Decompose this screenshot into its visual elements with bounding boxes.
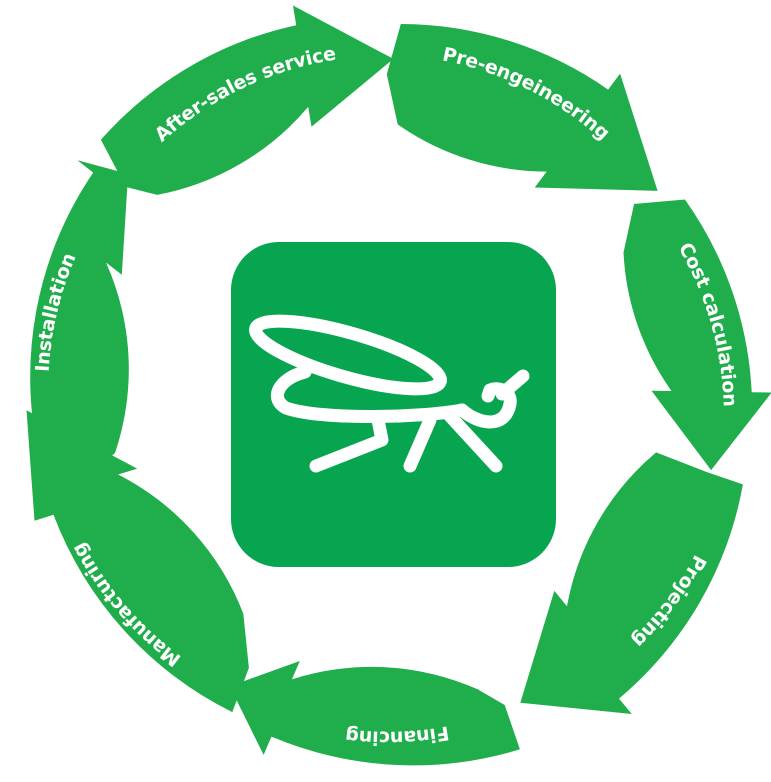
arrow-pre-engineering bbox=[386, 24, 658, 191]
arrow-financing bbox=[229, 661, 520, 766]
arrow-installation bbox=[30, 160, 129, 480]
arrow-after-sales-service bbox=[100, 5, 394, 195]
arrow-cost-calculation bbox=[623, 199, 771, 471]
grasshopper-icon bbox=[231, 242, 556, 567]
arrow-manufacturing bbox=[26, 410, 249, 713]
arrow-ring bbox=[26, 5, 771, 766]
arrow-projecting bbox=[520, 452, 743, 714]
